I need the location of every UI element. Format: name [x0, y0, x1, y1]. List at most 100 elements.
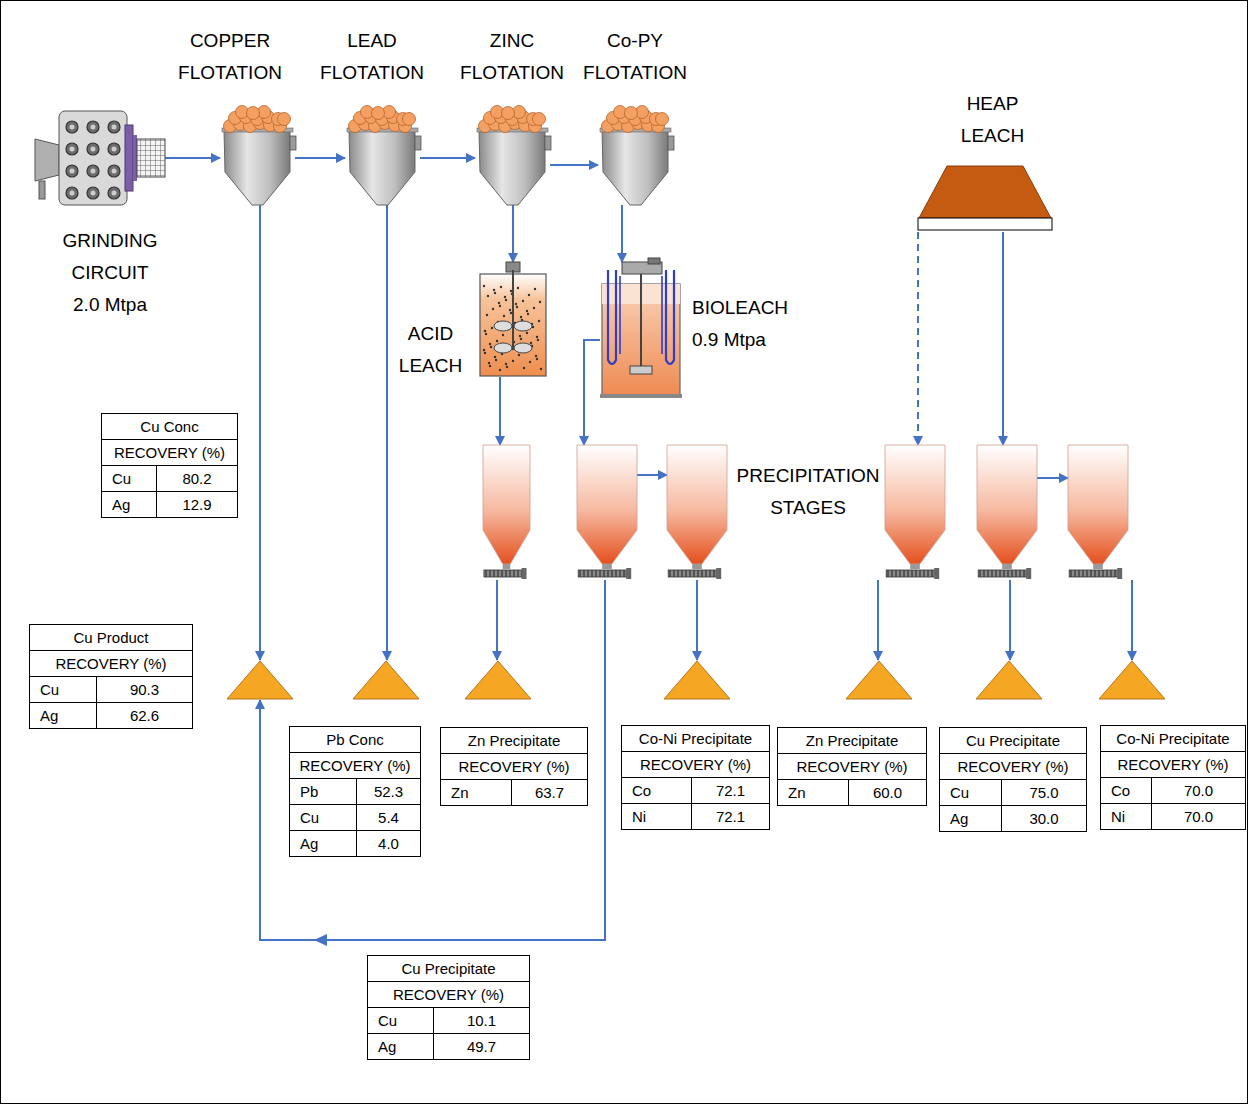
flow-arrow [621, 205, 623, 262]
recovery-value: 10.1 [434, 1008, 529, 1033]
table-title: Cu Conc [102, 414, 237, 439]
table-heading: RECOVERY (%) [940, 754, 1086, 779]
recovery-table: Co-Ni PrecipitateRECOVERY (%)Co72.1Ni72.… [621, 725, 770, 830]
table-title: Co-Ni Precipitate [622, 726, 769, 751]
stage-label: PRECIPITATION STAGES [728, 460, 888, 524]
product-stockpile [226, 660, 294, 700]
table-title: Pb Conc [290, 727, 420, 752]
flow-arrow [165, 157, 220, 159]
acid-leach-tank: ACID LEACH [478, 262, 548, 377]
element-name: Co [622, 778, 691, 803]
equipment-name: Co-PY FLOTATION [565, 25, 705, 89]
flow-arrow [696, 580, 698, 660]
precipitation-hopper [977, 445, 1037, 580]
product-stockpile [845, 660, 913, 700]
table-heading: RECOVERY (%) [290, 753, 420, 778]
flow-arrow [295, 157, 345, 159]
equipment-label: COPPER FLOTATION [160, 25, 300, 89]
precipitation-hopper-icon [885, 445, 945, 580]
flow-arrow [917, 232, 919, 445]
precipitation-hopper-icon [977, 445, 1037, 580]
flotation-cell-icon [220, 110, 295, 205]
flow-arrow [420, 157, 475, 159]
flotation-cell-icon [598, 110, 673, 205]
table-title: Co-Ni Precipitate [1101, 726, 1245, 751]
equipment-name: ACID LEACH [388, 318, 473, 382]
recovery-table: Cu ConcRECOVERY (%)Cu80.2Ag12.9 [101, 413, 238, 518]
flow-arrow [550, 164, 598, 166]
equipment-name: ZINC FLOTATION [442, 25, 582, 89]
bioleach-tank-icon [600, 262, 682, 398]
element-name: Pb [290, 779, 356, 804]
recovery-value: 60.0 [849, 780, 926, 805]
precipitation-hopper [667, 445, 727, 580]
equipment-name: BIOLEACH [692, 292, 802, 324]
throughput-rate: 0.9 Mtpa [692, 324, 802, 356]
recovery-table: Pb ConcRECOVERY (%)Pb52.3Cu5.4Ag4.0 [289, 726, 421, 857]
recovery-value: 12.9 [157, 492, 237, 517]
flotation-cell-icon [475, 110, 550, 205]
grinding-mill-icon [35, 105, 165, 210]
element-name: Cu [290, 805, 356, 830]
equipment-label: Co-PY FLOTATION [565, 25, 705, 89]
flow-arrow [584, 340, 600, 445]
acid-leach-tank-icon [478, 262, 548, 377]
product-stockpile-icon [845, 660, 913, 700]
element-name: Zn [441, 780, 511, 805]
product-stockpile [464, 660, 532, 700]
recovery-value: 62.6 [97, 703, 192, 728]
grinding-mill: GRINDING CIRCUIT2.0 Mtpa [35, 105, 165, 210]
precipitation-hopper [577, 445, 637, 580]
table-heading: RECOVERY (%) [30, 651, 192, 676]
equipment-label: LEAD FLOTATION [302, 25, 442, 89]
precipitation-hopper [1068, 445, 1128, 580]
recovery-value: 63.7 [512, 780, 587, 805]
equipment-name: COPPER FLOTATION [160, 25, 300, 89]
flotation-cell: ZINC FLOTATION [475, 110, 550, 205]
equipment-label: ACID LEACH [388, 318, 473, 382]
recovery-value: 4.0 [357, 831, 420, 856]
element-name: Ag [30, 703, 96, 728]
product-stockpile [663, 660, 731, 700]
precipitation-hopper-icon [577, 445, 637, 580]
element-name: Co [1101, 778, 1151, 803]
flow-arrow [499, 377, 501, 445]
equipment-name: LEAD FLOTATION [302, 25, 442, 89]
element-name: Cu [102, 466, 156, 491]
element-name: Ag [368, 1034, 433, 1059]
recovery-value: 49.7 [434, 1034, 529, 1059]
element-name: Ag [940, 806, 1001, 831]
table-heading: RECOVERY (%) [441, 754, 587, 779]
heap-leach-pad-icon [915, 165, 1055, 232]
recovery-value: 72.1 [692, 778, 769, 803]
table-heading: RECOVERY (%) [368, 982, 529, 1007]
flow-arrow [877, 580, 879, 660]
product-stockpile-icon [663, 660, 731, 700]
flow-arrow [260, 580, 605, 940]
product-stockpile-icon [226, 660, 294, 700]
recovery-value: 30.0 [1002, 806, 1086, 831]
product-stockpile-icon [1098, 660, 1166, 700]
recovery-table: Zn PrecipitateRECOVERY (%)Zn63.7 [440, 727, 588, 806]
flotation-cell-icon [345, 110, 420, 205]
recovery-value: 5.4 [357, 805, 420, 830]
flow-arrow [1002, 232, 1004, 445]
table-heading: RECOVERY (%) [778, 754, 926, 779]
element-name: Ni [1101, 804, 1151, 829]
table-title: Cu Product [30, 625, 192, 650]
element-name: Cu [368, 1008, 433, 1033]
element-name: Cu [940, 780, 1001, 805]
recovery-value: 52.3 [357, 779, 420, 804]
table-title: Zn Precipitate [778, 728, 926, 753]
recovery-value: 80.2 [157, 466, 237, 491]
recovery-table: Cu ProductRECOVERY (%)Cu90.3Ag62.6 [29, 624, 193, 729]
equipment-label: BIOLEACH0.9 Mtpa [692, 292, 802, 356]
flow-arrow [637, 474, 667, 476]
flotation-cell: LEAD FLOTATION [345, 110, 420, 205]
equipment-name: HEAP LEACH [940, 88, 1045, 152]
table-heading: RECOVERY (%) [102, 440, 237, 465]
equipment-label: HEAP LEACH [940, 88, 1045, 152]
element-name: Ag [102, 492, 156, 517]
flotation-cell: COPPER FLOTATION [220, 110, 295, 205]
bioleach-tank: BIOLEACH0.9 Mtpa [600, 262, 682, 398]
